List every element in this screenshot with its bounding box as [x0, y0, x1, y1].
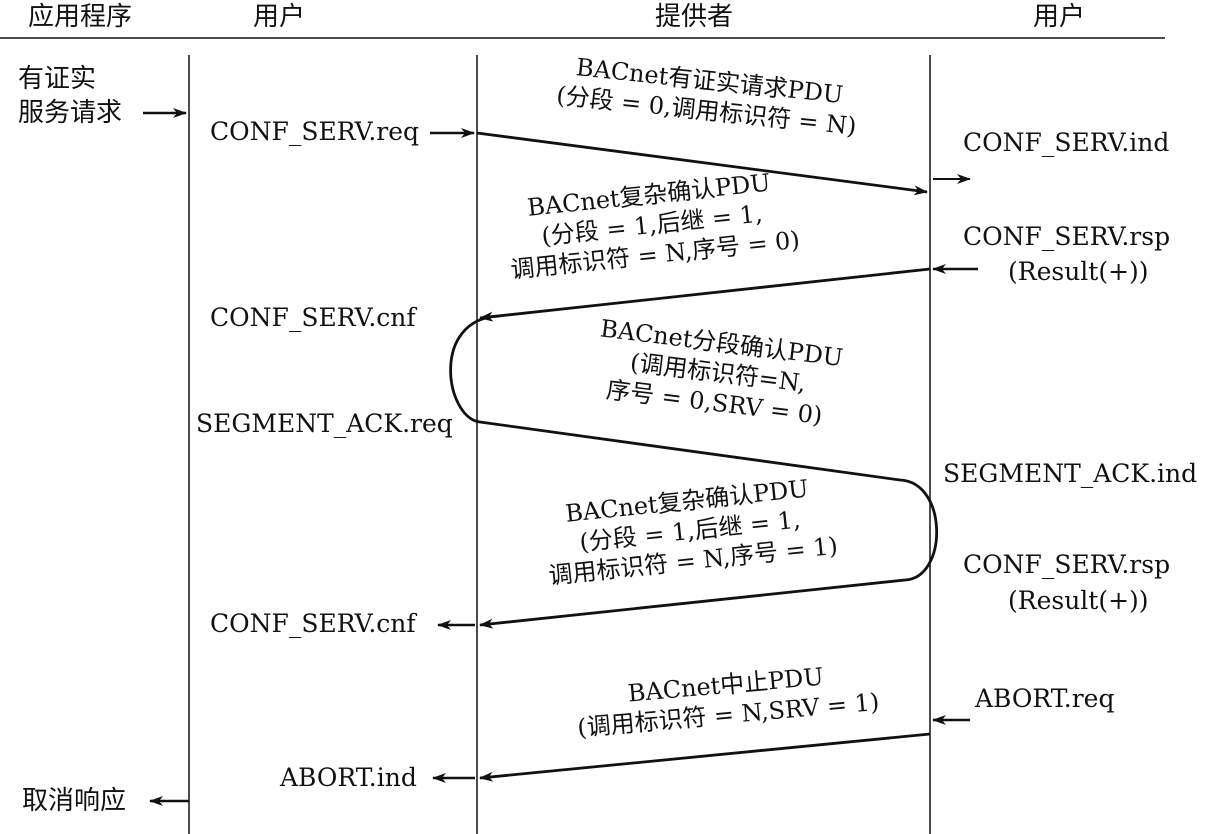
result-1: (Result(+)) — [1008, 257, 1149, 286]
conf-serv-rsp-1: CONF_SERV.rsp — [963, 222, 1171, 251]
conf-serv-req: CONF_SERV.req — [210, 117, 420, 146]
app-request-line1: 有证实 — [18, 64, 97, 94]
pdu-line-complex-ack-0 — [479, 267, 931, 322]
column-header-user-left: 用户 — [253, 2, 306, 32]
pdu-line-request — [476, 131, 928, 196]
app-cancel: 取消响应 — [22, 786, 127, 816]
abort-ind: ABORT.ind — [280, 763, 417, 792]
segment-ack-req: SEGMENT_ACK.req — [196, 409, 453, 438]
conf-serv-cnf-2: CONF_SERV.cnf — [210, 609, 416, 638]
conf-serv-ind: CONF_SERV.ind — [963, 128, 1170, 157]
result-2: (Result(+)) — [1008, 586, 1149, 615]
column-header-provider: 提供者 — [655, 2, 734, 32]
pdu-line-complex-ack-1 — [479, 578, 906, 629]
column-header-app: 应用程序 — [28, 2, 133, 32]
conf-serv-rsp-2: CONF_SERV.rsp — [963, 550, 1171, 579]
segment-ack-ind: SEGMENT_ACK.ind — [943, 459, 1198, 488]
pdu-line-abort — [479, 732, 931, 782]
abort-req: ABORT.req — [975, 684, 1115, 713]
pdu-line-segment-ack — [449, 314, 939, 582]
conf-serv-cnf-1: CONF_SERV.cnf — [210, 303, 416, 332]
column-header-user-right: 用户 — [1033, 2, 1086, 32]
app-request-line2: 服务请求 — [18, 98, 123, 128]
